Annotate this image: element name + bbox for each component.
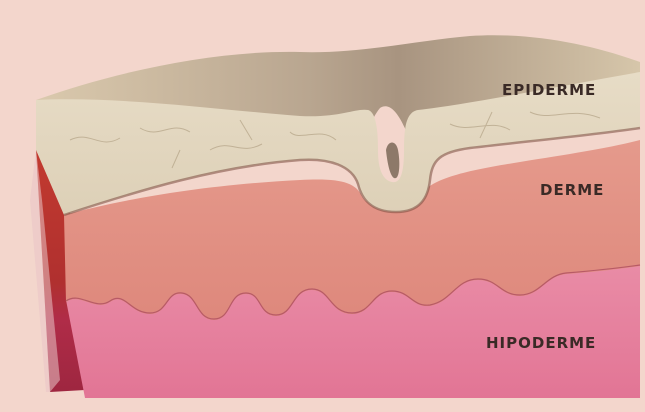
label-epiderme: EPIDERME bbox=[502, 81, 596, 99]
label-derme: DERME bbox=[540, 181, 604, 199]
pore-opening bbox=[386, 143, 399, 179]
label-hipoderme: HIPODERME bbox=[486, 334, 596, 352]
